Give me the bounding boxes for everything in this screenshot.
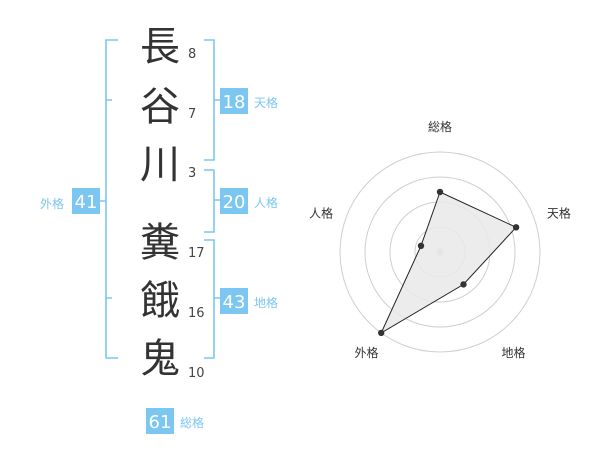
soukaku-value: 61 <box>149 412 172 433</box>
radar-point-2 <box>512 224 520 231</box>
gaikaku-label: 外格 <box>40 196 64 211</box>
radar-area <box>380 191 517 335</box>
jinkaku-label: 人格 <box>254 195 278 210</box>
name-char-3: 川 <box>140 142 180 188</box>
radar-axis-label-5: 人格 <box>309 205 333 220</box>
name-char-2: 谷 <box>140 84 180 130</box>
chikaku-label: 地格 <box>254 295 278 310</box>
tenkaku-badge: 18 天格 <box>220 88 278 114</box>
stroke-count-2: 7 <box>188 107 196 122</box>
name-char-6: 鬼 <box>140 336 180 382</box>
radar-point-5 <box>417 242 425 249</box>
radar-ring-4 <box>339 151 541 353</box>
name-column: 長 8 谷 7 川 3 糞 17 餓 16 鬼 10 <box>140 24 205 382</box>
stroke-count-1: 8 <box>188 47 196 62</box>
stroke-count-5: 16 <box>188 306 205 321</box>
brackets <box>100 39 220 359</box>
chikaku-value: 43 <box>223 292 246 313</box>
chikaku-bracket <box>204 239 220 359</box>
gaikaku-value: 41 <box>75 192 98 213</box>
radar-axis-label-1: 総格 <box>428 119 452 134</box>
gaikaku-bracket <box>100 39 118 359</box>
name-char-1: 長 <box>140 24 180 70</box>
radar-axis-label-4: 外格 <box>354 345 378 360</box>
radar-point-1 <box>436 188 444 196</box>
name-char-4: 糞 <box>140 220 180 266</box>
jinkaku-value: 20 <box>223 192 246 213</box>
tenkaku-label: 天格 <box>254 95 278 110</box>
gaikaku-badge: 外格 41 <box>40 188 100 214</box>
tenkaku-bracket <box>204 39 220 161</box>
chikaku-badge: 43 地格 <box>220 288 278 314</box>
tenkaku-value: 18 <box>223 92 246 113</box>
soukaku-badge: 61 総格 <box>146 408 204 434</box>
jinkaku-badge: 20 人格 <box>220 188 278 214</box>
name-char-5: 餓 <box>140 278 180 324</box>
jinkaku-bracket <box>204 169 220 233</box>
soukaku-label: 総格 <box>180 415 204 430</box>
stroke-count-6: 10 <box>188 366 205 381</box>
radar-point-4 <box>378 329 385 337</box>
radar-ring-3 <box>364 176 516 328</box>
radar-axis-label-3: 地格 <box>501 345 525 360</box>
stroke-count-4: 17 <box>188 246 205 261</box>
radar-axis-label-2: 天格 <box>547 205 571 220</box>
stroke-count-3: 3 <box>188 166 196 181</box>
radar-point-3 <box>460 281 467 288</box>
